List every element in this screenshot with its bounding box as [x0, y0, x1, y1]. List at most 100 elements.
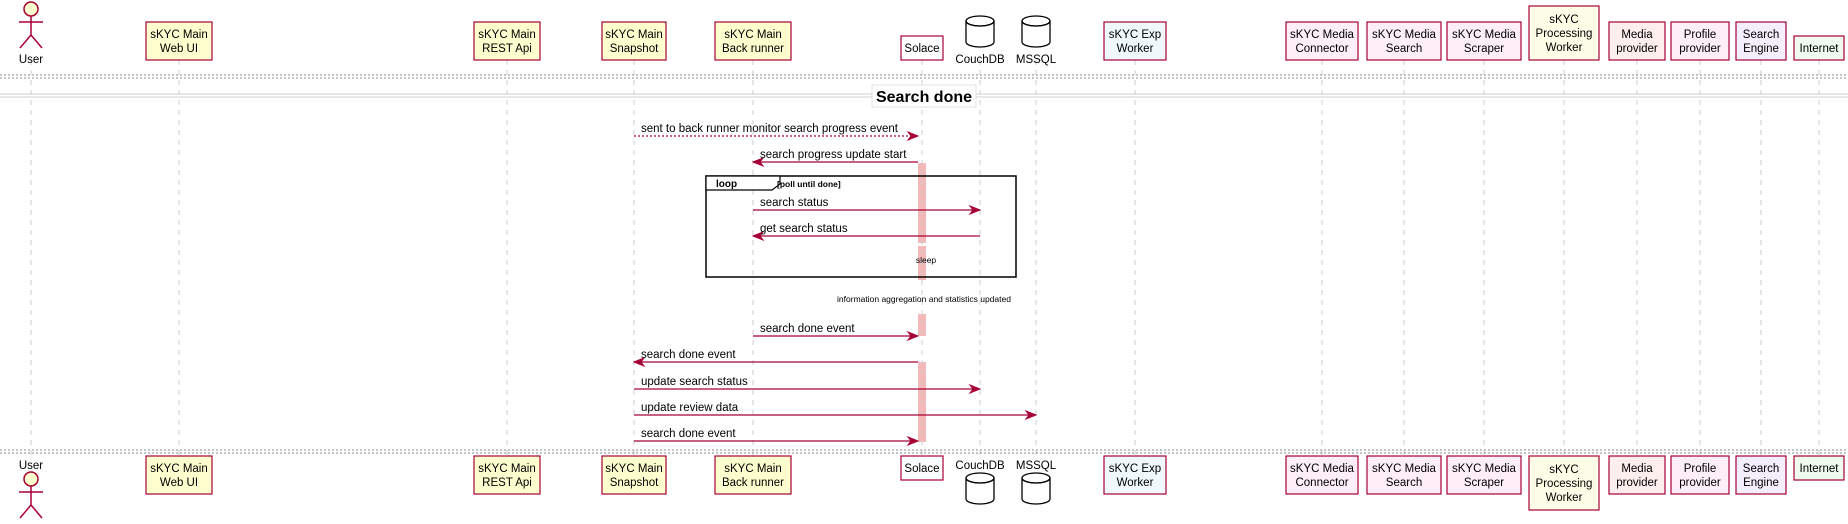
- arrowhead: [906, 435, 920, 447]
- message-label: get search status: [760, 223, 848, 235]
- participant-label-sengine: Engine: [1743, 43, 1779, 55]
- participant-label-snapshot: sKYC Main: [605, 463, 663, 475]
- arrowhead: [632, 356, 646, 368]
- participant-label-sengine: Search: [1743, 463, 1779, 475]
- message-label: search done event: [641, 349, 736, 361]
- participant-label-backrunner: sKYC Main: [724, 463, 782, 475]
- participant-label-mscraper: sKYC Media: [1452, 29, 1517, 41]
- participant-box-backrunner: [714, 455, 792, 495]
- participant-box-procworker: [1528, 5, 1600, 61]
- participant-label-backrunner: Back runner: [722, 477, 784, 489]
- participant-label-procworker: Worker: [1546, 492, 1583, 504]
- arrowhead: [968, 204, 982, 216]
- user-actor-icon: [19, 471, 43, 519]
- participant-label-procworker: sKYC: [1549, 14, 1578, 26]
- loop-condition: [poll until done]: [777, 179, 841, 189]
- participant-box-internet: [1793, 35, 1845, 61]
- message-label: search progress update start: [760, 149, 907, 161]
- participant-label-mprovider: provider: [1616, 43, 1658, 55]
- participant-label-webui: Web UI: [160, 477, 198, 489]
- database-icon: [965, 15, 995, 48]
- participant-box-solace: [900, 455, 944, 481]
- participant-box-msearch: [1366, 455, 1442, 495]
- participant-label-msearch: sKYC Media: [1372, 29, 1437, 41]
- participant-box-snapshot: [601, 455, 667, 495]
- participant-label-solace: Solace: [904, 43, 939, 55]
- loop-tag: loop: [716, 179, 737, 190]
- participant-box-snapshot: [601, 21, 667, 61]
- message-label: update search status: [641, 376, 748, 388]
- loop-frame: [705, 175, 1017, 278]
- database-icon: [965, 472, 995, 505]
- participant-box-mconnector: [1285, 455, 1359, 495]
- participant-label-webui: Web UI: [160, 43, 198, 55]
- participant-box-msearch: [1366, 21, 1442, 61]
- arrowhead: [906, 330, 920, 342]
- participant-box-pprovider: [1670, 21, 1730, 61]
- participant-box-webui: [145, 455, 213, 495]
- participant-label-procworker: Processing: [1536, 28, 1593, 40]
- participant-label-procworker: sKYC: [1549, 464, 1578, 476]
- participant-label-snapshot: sKYC Main: [605, 29, 663, 41]
- participant-box-backrunner: [714, 21, 792, 61]
- participant-box-restapi: [473, 455, 541, 495]
- participant-box-procworker: [1528, 455, 1600, 511]
- participant-box-mprovider: [1608, 455, 1666, 495]
- arrowhead: [751, 156, 765, 168]
- participant-label-sengine: Search: [1743, 29, 1779, 41]
- note-agg: information aggregation and statistics u…: [837, 294, 1011, 304]
- participant-box-webui: [145, 21, 213, 61]
- note-sleep: sleep: [916, 255, 937, 265]
- message-label: sent to back runner monitor search progr…: [641, 123, 899, 135]
- participant-label-expworker: sKYC Exp: [1109, 463, 1161, 475]
- participant-label-mssql: MSSQL: [1016, 54, 1057, 66]
- participant-label-snapshot: Snapshot: [610, 477, 659, 489]
- participant-box-expworker: [1103, 21, 1167, 61]
- participant-box-mscraper: [1446, 21, 1522, 61]
- participant-label-mconnector: sKYC Media: [1290, 29, 1355, 41]
- participant-label-mscraper: Scraper: [1464, 43, 1504, 55]
- participant-label-msearch: Search: [1386, 43, 1422, 55]
- participant-label-restapi: sKYC Main: [478, 463, 536, 475]
- participant-label-mprovider: Media: [1621, 29, 1653, 41]
- participant-label-expworker: Worker: [1117, 477, 1154, 489]
- message-label: search status: [760, 197, 829, 209]
- participant-label-solace: Solace: [904, 463, 939, 475]
- participant-label-couchdb: CouchDB: [955, 54, 1005, 66]
- participant-box-internet: [1793, 455, 1845, 481]
- participant-box-pprovider: [1670, 455, 1730, 495]
- participant-label-mconnector: sKYC Media: [1290, 463, 1355, 475]
- participant-label-pprovider: provider: [1679, 43, 1721, 55]
- participant-label-restapi: REST Api: [482, 477, 532, 489]
- participant-label-restapi: REST Api: [482, 43, 532, 55]
- participant-label-procworker: Processing: [1536, 478, 1593, 490]
- user-actor-icon: [19, 1, 43, 49]
- message-label: search done event: [641, 428, 736, 440]
- participant-label-procworker: Worker: [1546, 42, 1583, 54]
- message-label: update review data: [641, 402, 739, 414]
- participant-label-expworker: sKYC Exp: [1109, 29, 1161, 41]
- participant-label-user: User: [19, 54, 43, 66]
- participant-box-sengine: [1735, 455, 1787, 495]
- participant-label-mprovider: provider: [1616, 477, 1658, 489]
- participant-label-mscraper: sKYC Media: [1452, 463, 1517, 475]
- participant-label-sengine: Engine: [1743, 477, 1779, 489]
- participant-label-expworker: Worker: [1117, 43, 1154, 55]
- loop-tag-box: [705, 175, 781, 191]
- database-icon: [1021, 472, 1051, 505]
- divider-box: [871, 84, 977, 108]
- message-label: search done event: [760, 323, 855, 335]
- participant-label-backrunner: sKYC Main: [724, 29, 782, 41]
- arrowhead: [968, 383, 982, 395]
- participant-label-webui: sKYC Main: [150, 29, 208, 41]
- participant-box-mscraper: [1446, 455, 1522, 495]
- participant-label-webui: sKYC Main: [150, 463, 208, 475]
- participant-label-couchdb: CouchDB: [955, 460, 1005, 472]
- participant-label-mconnector: Connector: [1295, 43, 1348, 55]
- participant-label-snapshot: Snapshot: [610, 43, 659, 55]
- arrowhead: [906, 130, 920, 142]
- arrowhead: [1024, 409, 1038, 421]
- divider-title: Search done: [876, 89, 972, 106]
